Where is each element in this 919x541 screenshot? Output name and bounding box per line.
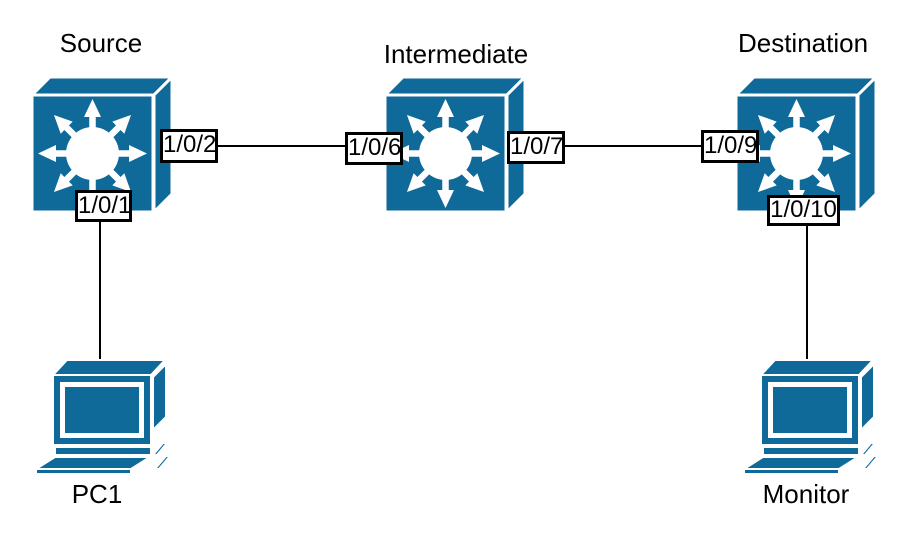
pc-screen [773, 387, 847, 433]
link-intermediate-destination [520, 145, 745, 147]
port-badge-source-1-0-1: 1/0/1 [75, 190, 132, 222]
layer3-switch-icon [31, 76, 173, 214]
desktop-computer-icon [35, 359, 171, 475]
node-label-intermediate: Intermediate [383, 39, 529, 69]
port-badge-intermediate-1-0-6: 1/0/6 [345, 132, 403, 165]
node-label-pc1: PC1 [71, 479, 123, 509]
link-source-pc1 [99, 205, 101, 360]
pc-keyboard [35, 455, 171, 475]
switch-arrows [38, 99, 147, 208]
link-source-intermediate [166, 145, 390, 147]
node-label-source: Source [59, 28, 143, 58]
port-badge-intermediate-1-0-7: 1/0/7 [507, 131, 565, 164]
layer3-switch-icon [735, 76, 877, 214]
node-label-destination: Destination [737, 28, 869, 58]
link-destination-monitor [806, 212, 808, 360]
node-label-monitor: Monitor [762, 479, 850, 509]
desktop-computer-icon [743, 359, 879, 475]
port-badge-destination-1-0-10: 1/0/10 [767, 195, 840, 226]
switch-arrows [391, 99, 500, 208]
port-badge-source-1-0-2: 1/0/2 [160, 129, 218, 163]
pc-screen [65, 387, 139, 433]
layer3-switch-icon [384, 76, 526, 214]
pc-keyboard [743, 455, 879, 475]
port-badge-destination-1-0-9: 1/0/9 [701, 130, 759, 163]
